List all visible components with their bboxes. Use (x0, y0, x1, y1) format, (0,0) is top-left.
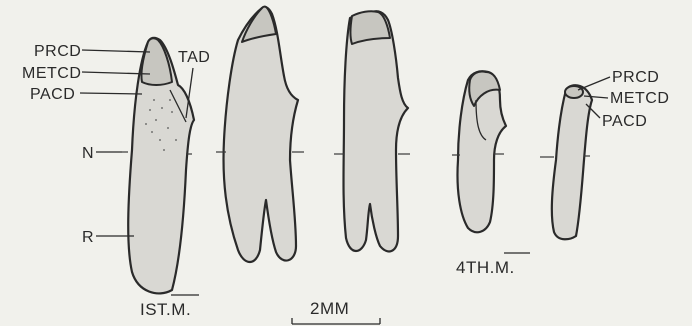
scale-bar: 2MM (292, 299, 380, 324)
third-molar (344, 11, 409, 251)
first-molar (128, 38, 194, 294)
label-pacd-left: PACD (30, 86, 75, 103)
label-prcd-left: PRCD (34, 43, 81, 60)
label-r: R (82, 229, 94, 246)
label-metcd-right: METCD (610, 90, 669, 107)
label-metcd-left: METCD (22, 65, 81, 82)
label-tad: TAD (178, 49, 210, 66)
caption-first-molar: IST.M. (140, 300, 191, 319)
caption-fourth-molar: 4TH.M. (456, 258, 515, 277)
second-molar (224, 7, 298, 262)
fourth-molar (457, 71, 506, 232)
scale-bar-label: 2MM (310, 299, 349, 318)
label-n: N (82, 145, 94, 162)
label-pacd-right: PACD (602, 113, 647, 130)
fifth-molar (552, 85, 592, 239)
label-prcd-right: PRCD (612, 69, 659, 86)
